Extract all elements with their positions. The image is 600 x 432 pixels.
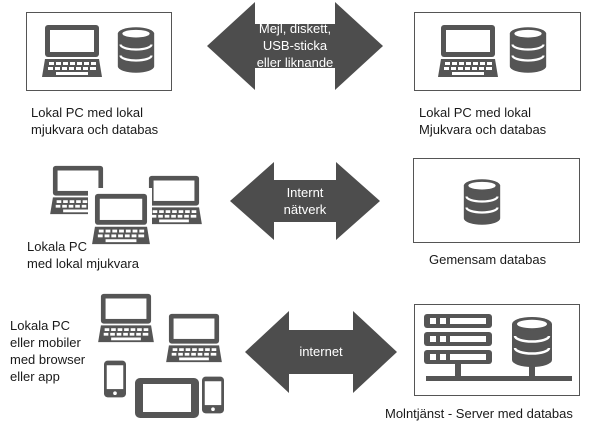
arrow-text-row2: Internt nätverk [283, 185, 327, 217]
phone-icon [202, 376, 224, 414]
laptop-icon [98, 292, 154, 344]
tablet-icon [134, 378, 200, 418]
laptop-icon [166, 312, 222, 364]
left-label-row3: Lokala PC eller mobiler med browser elle… [10, 318, 86, 384]
double-arrow-row3 [245, 311, 397, 393]
arrow-text-row3: internet [299, 344, 343, 359]
laptop-icon [146, 174, 202, 226]
right-label-row2: Gemensam databas [429, 252, 547, 267]
right-label-row3: Molntjänst - Server med databas [385, 406, 573, 421]
double-arrow-row1 [207, 2, 383, 90]
arrow-text-row1: Mejl, diskett, USB-sticka eller liknande [256, 21, 334, 70]
left-label-row1: Lokal PC med lokal mjukvara och databas [31, 105, 159, 137]
phone-icon [104, 360, 126, 398]
right-label-row1: Lokal PC med lokal Mjukvara och databas [419, 105, 547, 137]
database-icon [116, 25, 156, 75]
server-rack-icon [424, 314, 572, 381]
double-arrow-row2 [230, 162, 380, 240]
laptop-icon [438, 23, 498, 79]
left-label-row2: Lokala PC med lokal mjukvara [27, 239, 139, 271]
database-icon [462, 178, 502, 226]
laptop-icon [42, 23, 102, 79]
database-icon [508, 25, 548, 75]
